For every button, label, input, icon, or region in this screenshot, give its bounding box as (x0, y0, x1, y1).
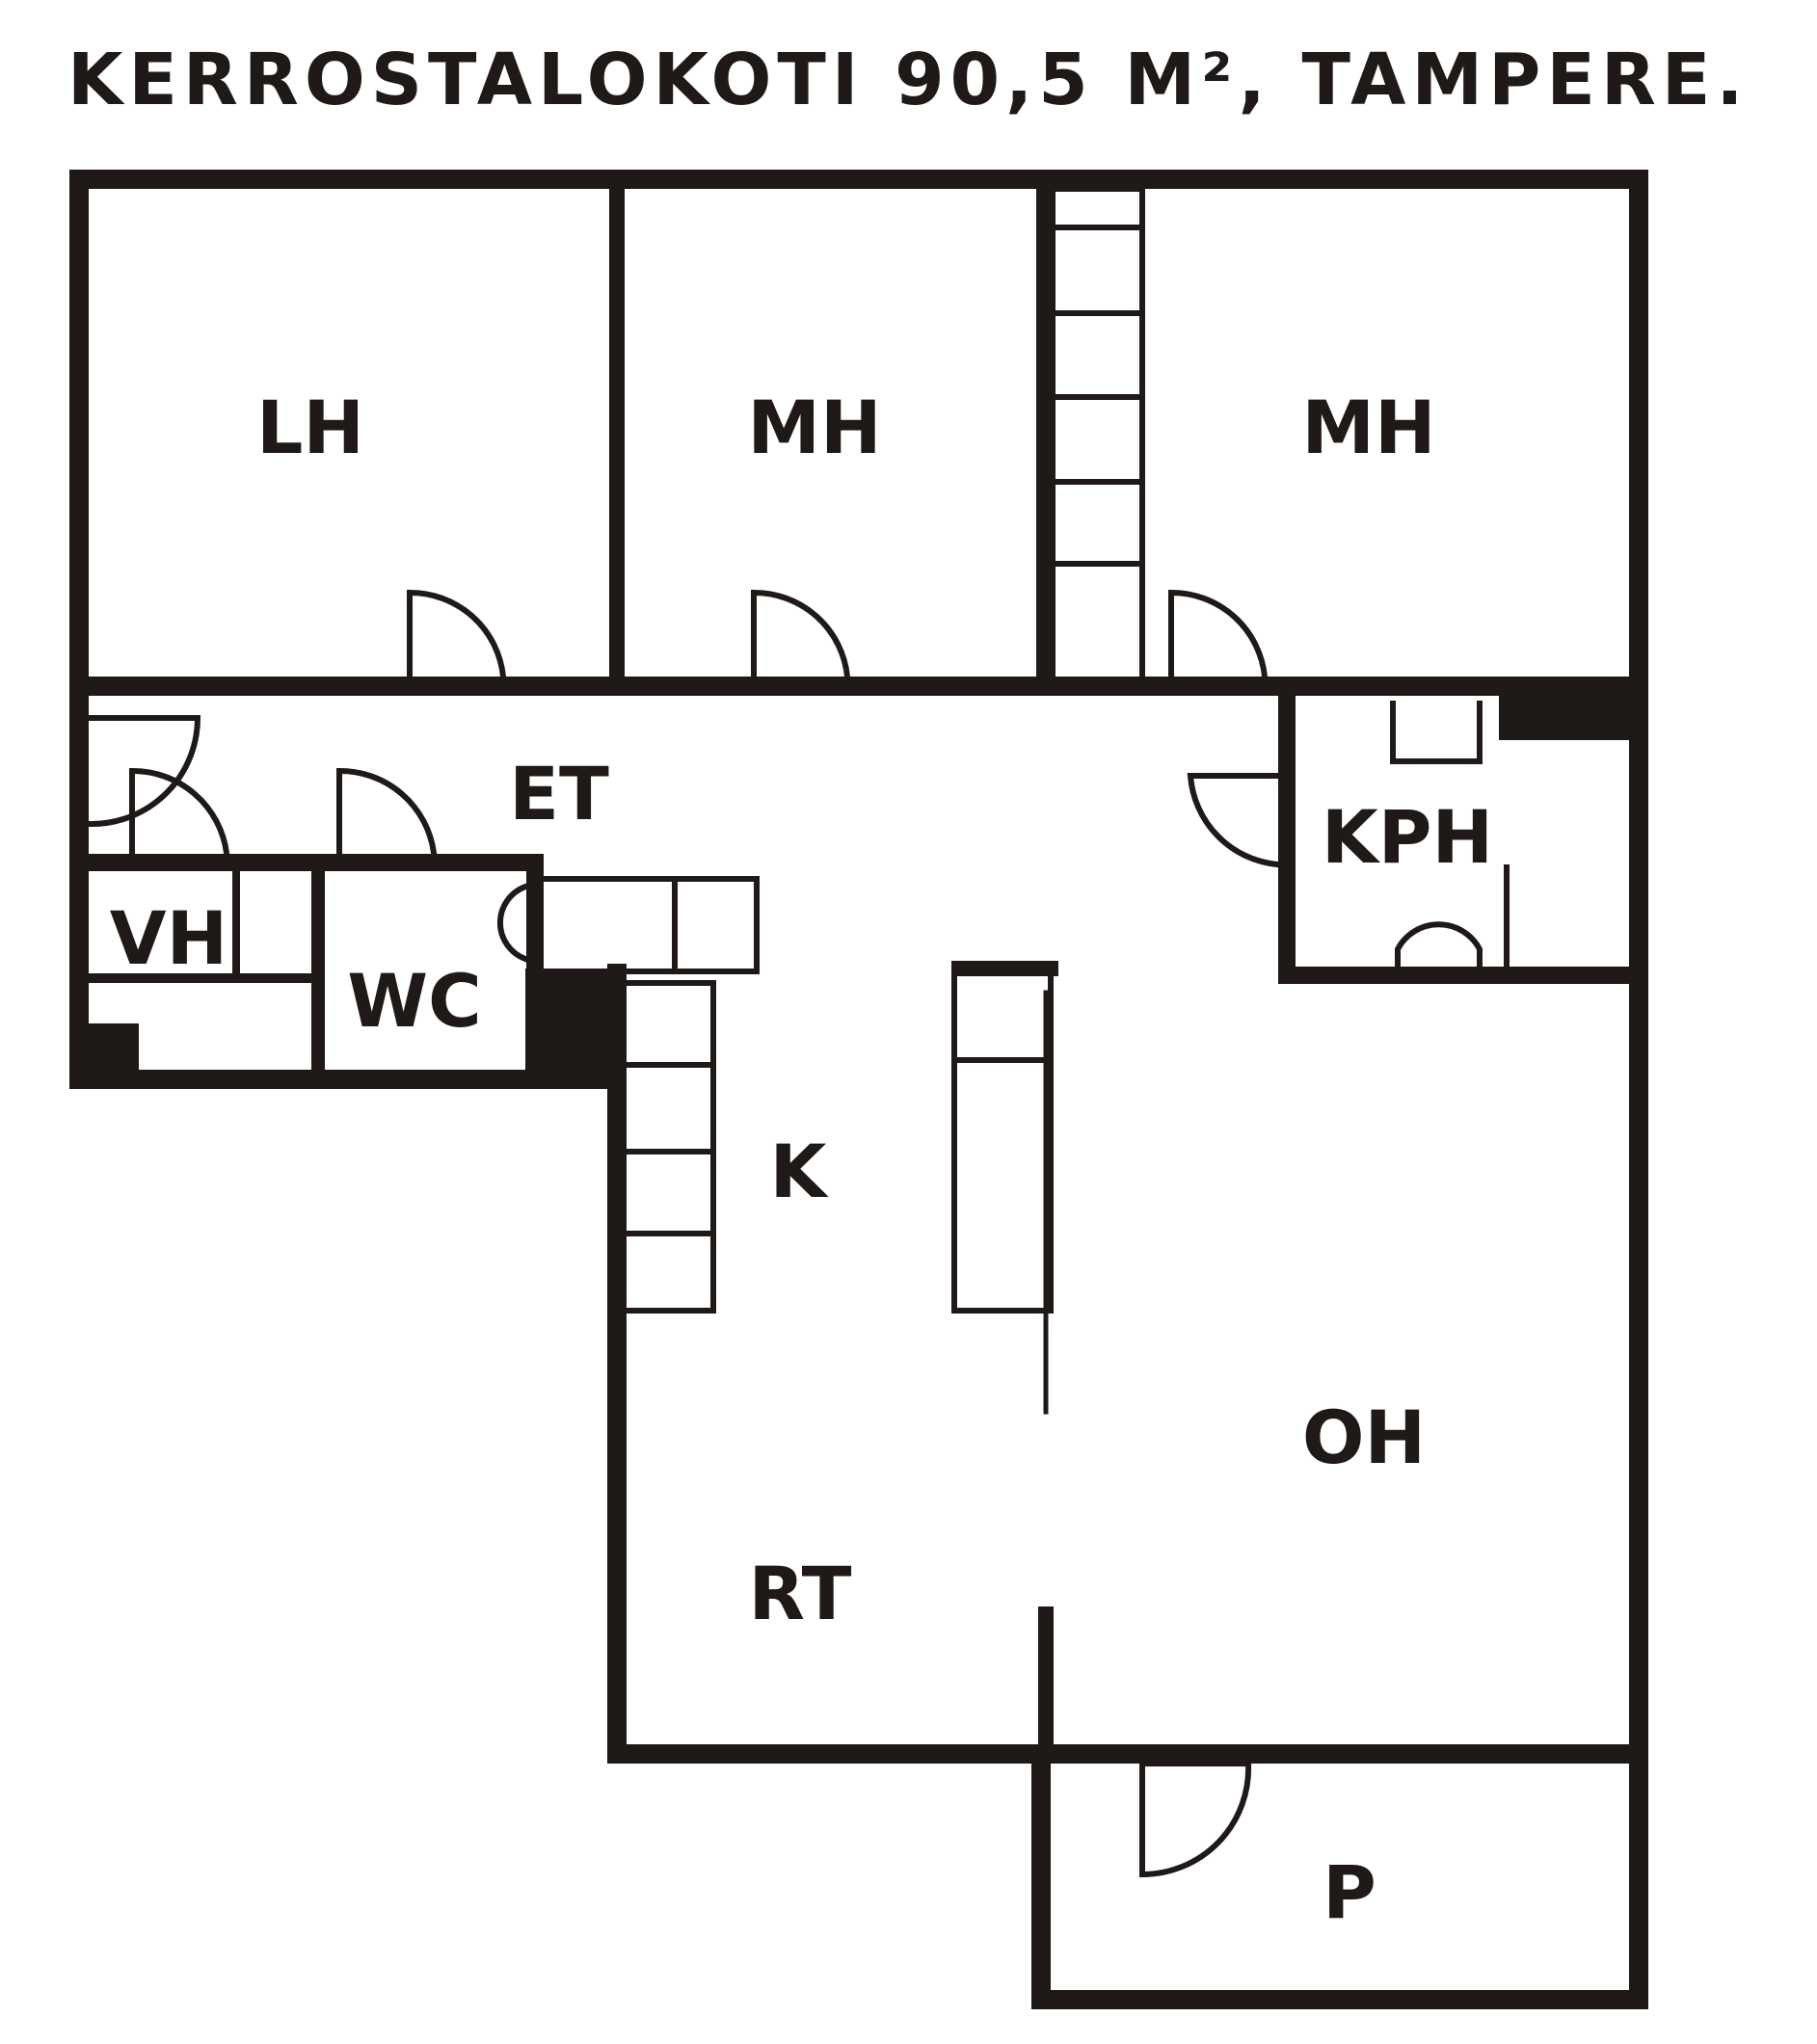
room-label-rt: RT (749, 1551, 852, 1636)
room-label-wc: WC (347, 958, 482, 1044)
doors (88, 589, 1510, 1878)
room-label-k: K (770, 1128, 830, 1214)
room-label-et: ET (509, 751, 609, 836)
room-labels: LH MH MH ET KPH VH WC K OH RT P (110, 385, 1493, 1935)
room-label-oh: OH (1302, 1394, 1426, 1480)
room-label-lh: LH (256, 385, 364, 470)
solid-masses (79, 696, 1639, 1079)
room-label-kph: KPH (1322, 794, 1493, 880)
wardrobes (532, 186, 1483, 1415)
room-label-p: P (1323, 1849, 1376, 1935)
room-label-mh-1: MH (747, 385, 881, 470)
plan-title: KERROSTALOKOTI 90,5 M², TAMPERE. (67, 39, 1750, 121)
room-label-vh: VH (110, 895, 227, 981)
room-label-mh-2: MH (1301, 385, 1435, 470)
